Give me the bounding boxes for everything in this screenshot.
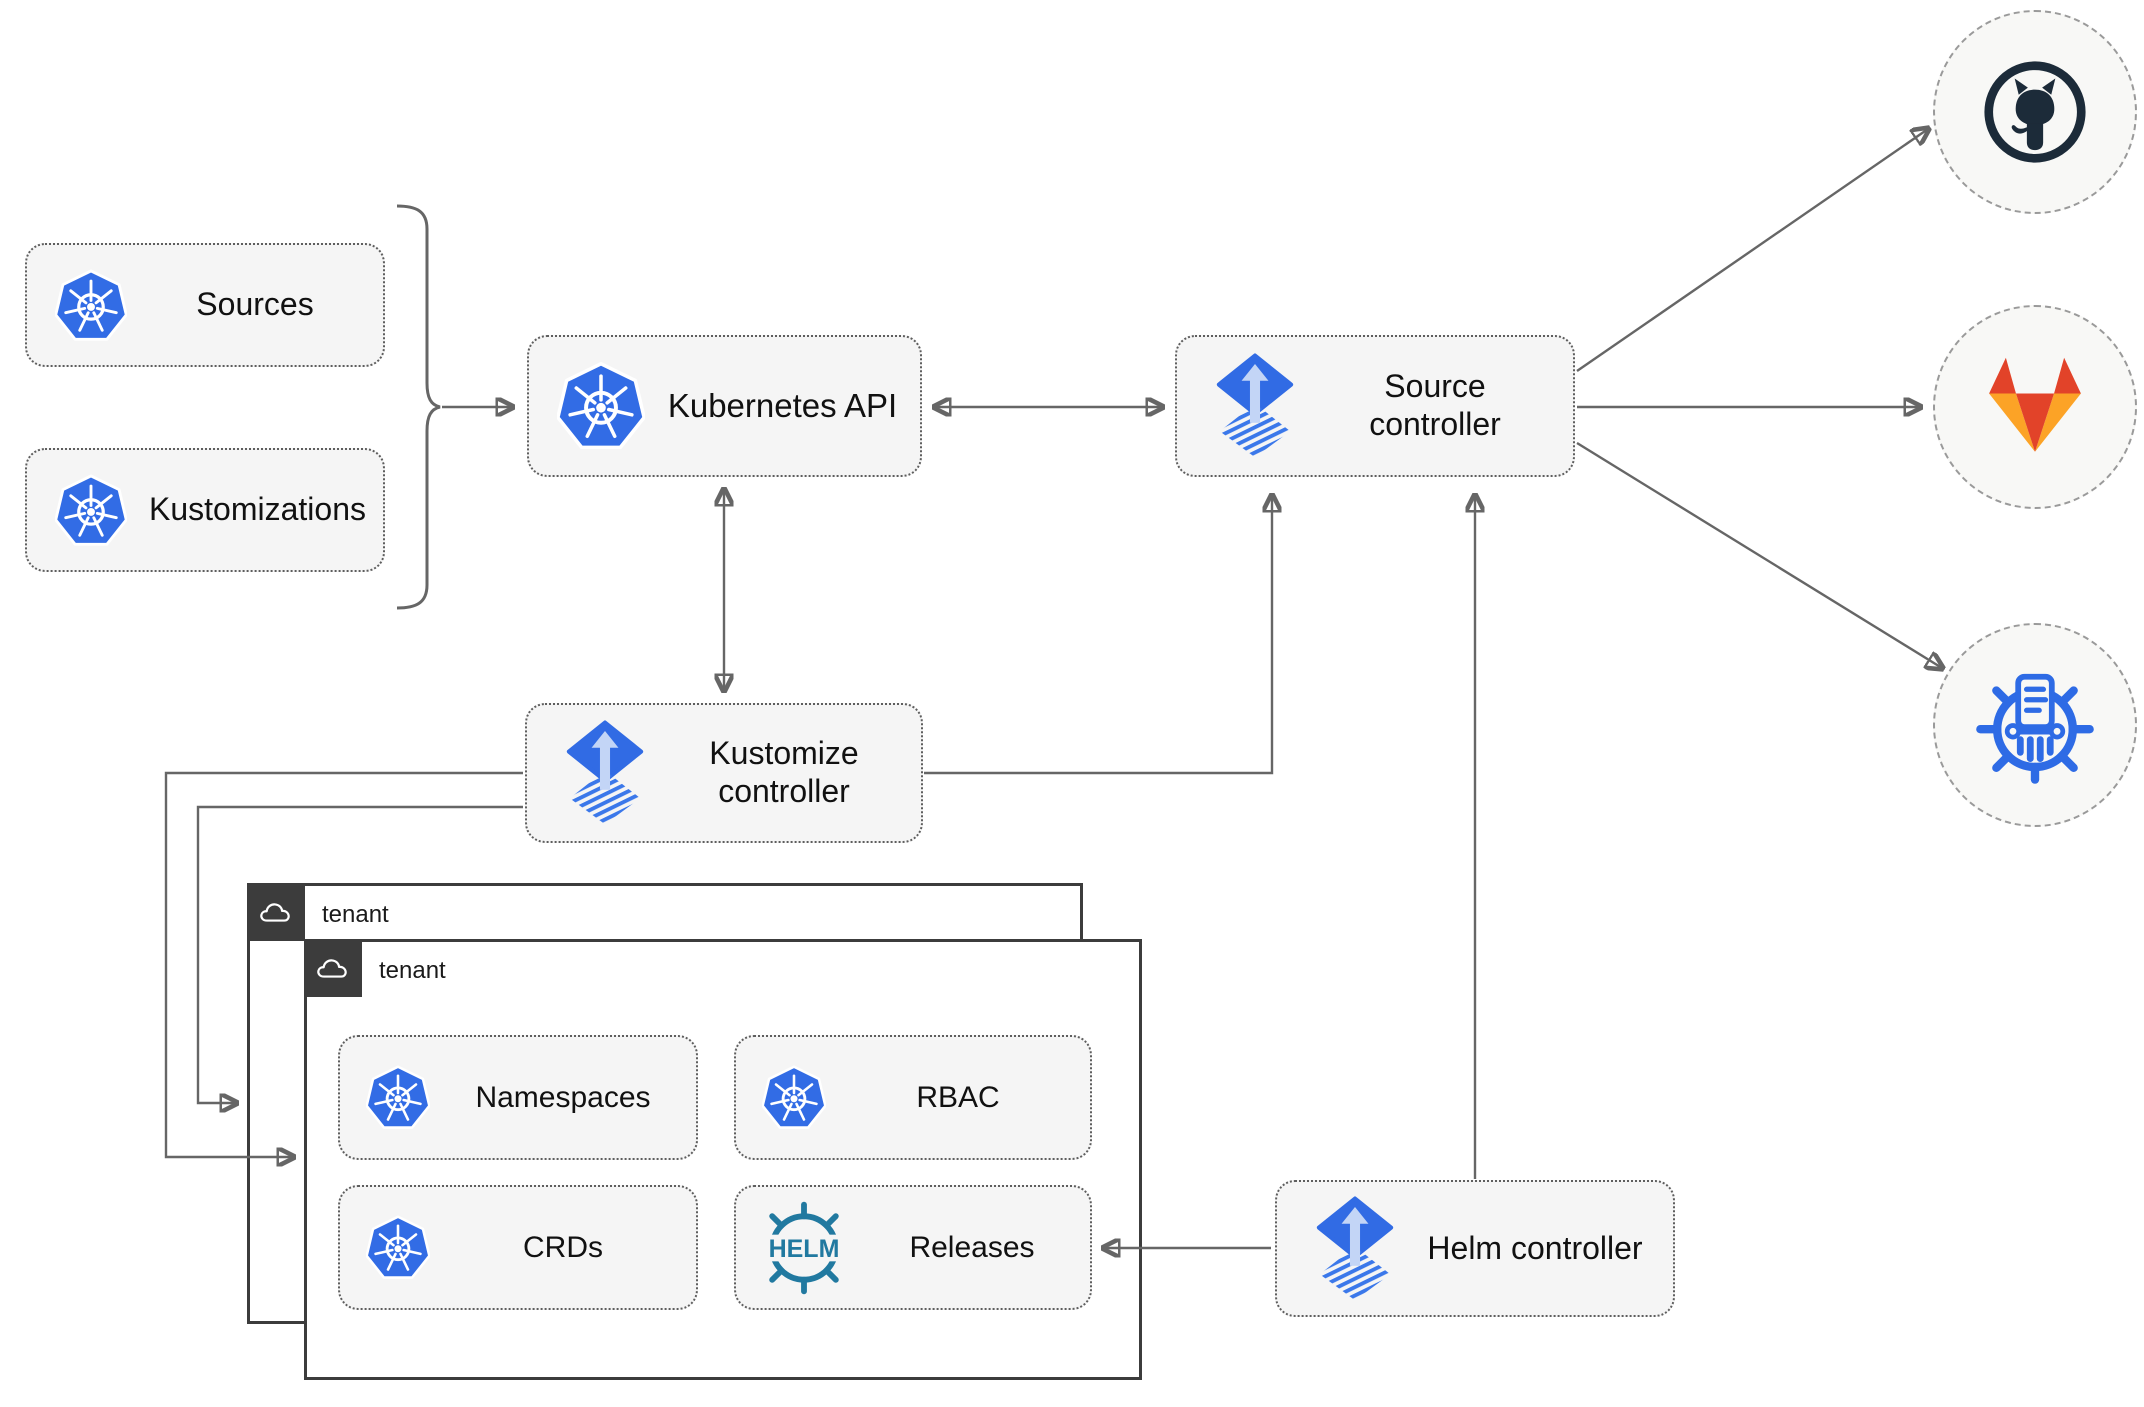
flux-icon: [1213, 353, 1297, 459]
github-circle: [1933, 10, 2137, 214]
kubernetes-icon: [366, 1064, 430, 1131]
node-label: Namespaces: [475, 1080, 651, 1114]
kubernetes-icon: [55, 473, 127, 548]
kubernetes-icon: [557, 360, 645, 452]
node-label: Kustomize controller: [709, 735, 859, 809]
cloud-icon: [258, 899, 294, 926]
group-brace: [396, 204, 441, 610]
node-label: Source controller: [1369, 368, 1501, 442]
node-label: Kustomizations: [149, 491, 366, 528]
tenant-label: tenant: [322, 901, 389, 928]
helm-icon-text: HELM: [769, 1235, 840, 1263]
tenant-tab: [247, 883, 305, 941]
flux-icon: [1313, 1196, 1397, 1302]
node-label: CRDs: [523, 1230, 603, 1264]
node-kustomize-controller: Kustomize controller: [525, 703, 923, 843]
node-rbac: RBAC: [734, 1035, 1092, 1160]
flux-icon: [563, 720, 647, 826]
node-source-controller: Source controller: [1175, 335, 1575, 477]
tenant-tab: [304, 939, 362, 997]
gitlab-icon: [1989, 357, 2081, 452]
node-crds: CRDs: [338, 1185, 698, 1310]
arrow-source-controller-to-chartmuseum: [1576, 441, 1942, 668]
chartmuseum-circle: [1933, 623, 2137, 827]
helm-icon: HELM: [754, 1198, 854, 1298]
node-kubernetes-api: Kubernetes API: [527, 335, 922, 477]
gitlab-circle: [1933, 305, 2137, 509]
arrow-kustomize-controller-to-source-controller: [924, 496, 1272, 775]
arrow-source-controller-to-github: [1576, 129, 1928, 372]
github-icon: [1984, 61, 2086, 163]
kubernetes-icon: [55, 268, 127, 343]
node-label: Sources: [196, 286, 314, 323]
node-namespaces: Namespaces: [338, 1035, 698, 1160]
node-label: RBAC: [916, 1080, 1000, 1114]
tenant-label: tenant: [379, 957, 446, 984]
chartmuseum-icon: [1976, 673, 2094, 784]
node-kustomizations: Kustomizations: [25, 448, 385, 572]
node-label: Helm controller: [1427, 1229, 1643, 1266]
node-helm-controller: Helm controller: [1275, 1180, 1675, 1317]
kubernetes-icon: [762, 1064, 826, 1131]
node-releases: HELM Releases: [734, 1185, 1092, 1310]
node-label: Releases: [909, 1230, 1035, 1264]
kubernetes-icon: [366, 1214, 430, 1281]
cloud-icon: [315, 955, 351, 982]
node-sources: Sources: [25, 243, 385, 367]
node-label: Kubernetes API: [667, 386, 898, 424]
